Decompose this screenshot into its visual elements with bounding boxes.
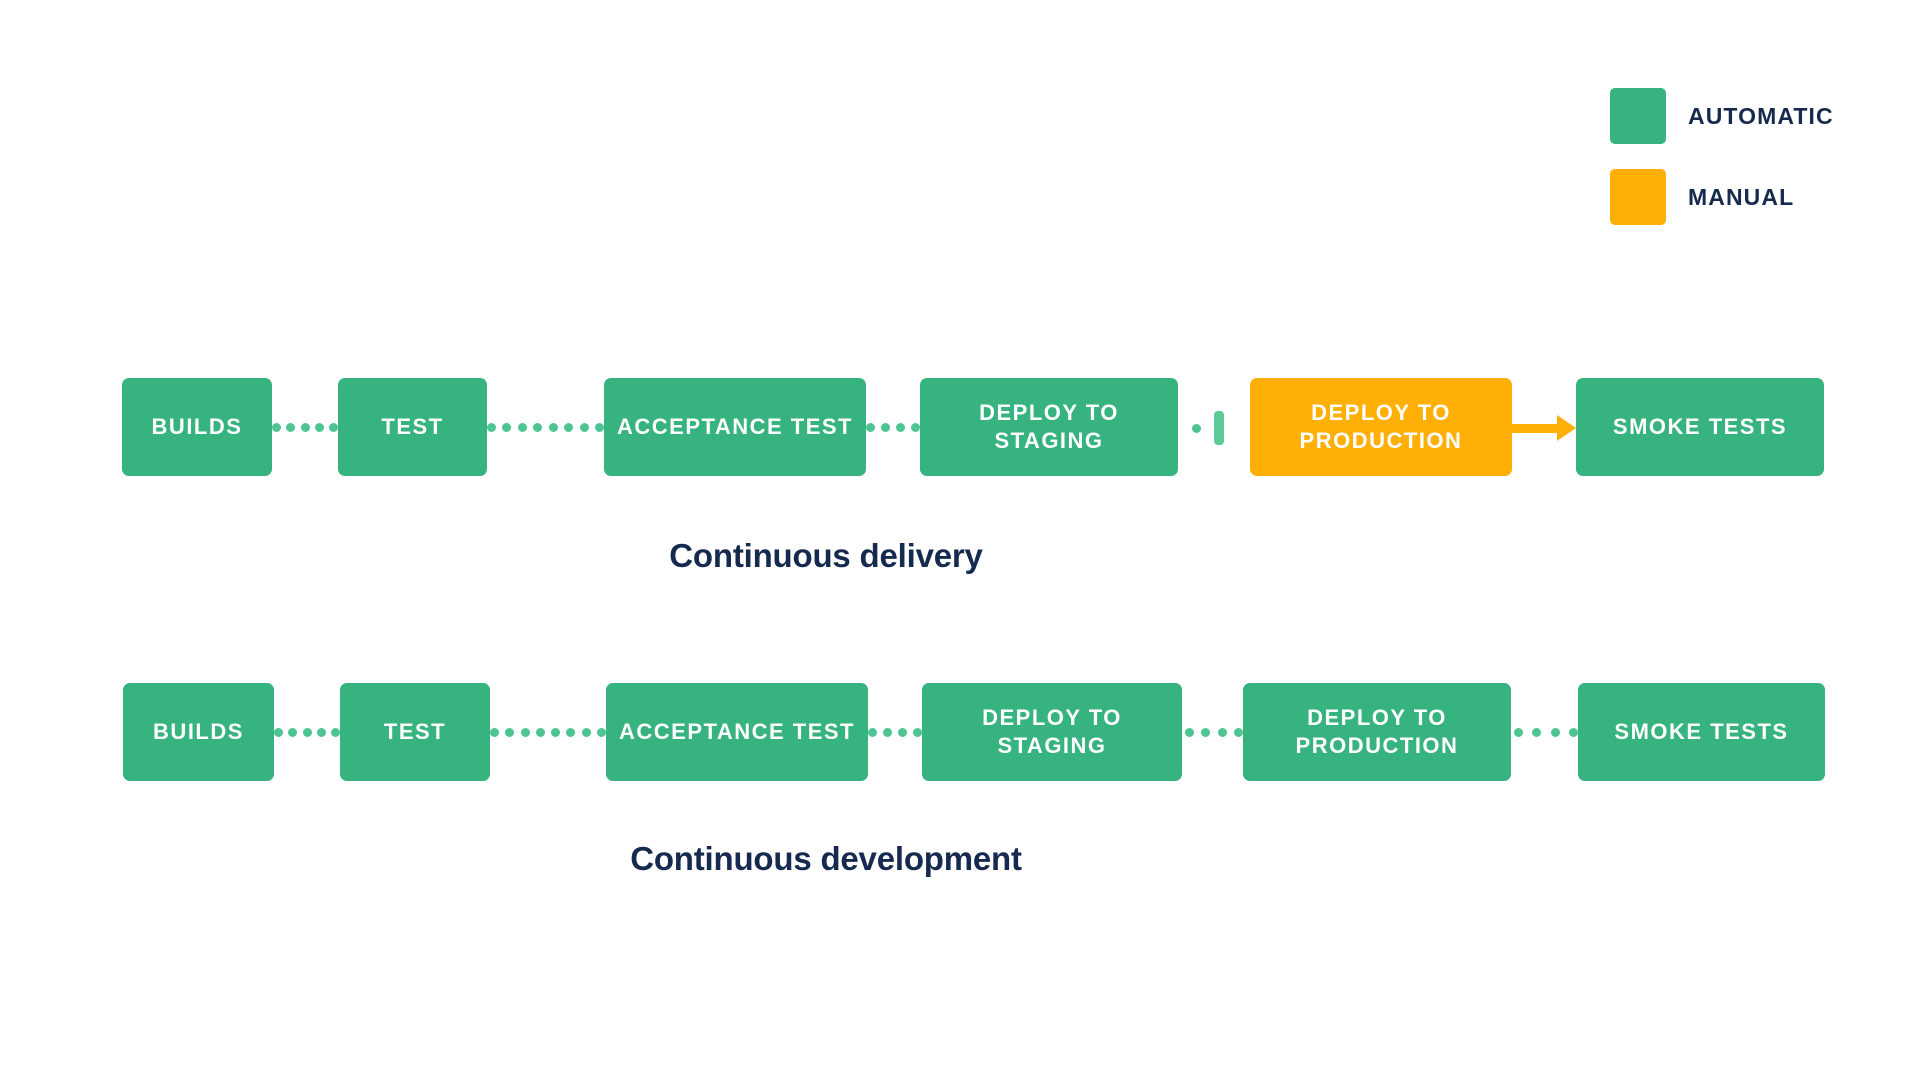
square-swatch-icon-manual — [1610, 169, 1666, 225]
legend: AUTOMATIC MANUAL — [1610, 88, 1834, 225]
connector-dot — [288, 727, 298, 737]
connector-dot — [517, 422, 527, 432]
pipeline-continuous-development: BUILDS TEST ACCEPTANCE TEST DEPLOY TO ST… — [0, 683, 1920, 783]
connector-dot — [594, 422, 604, 432]
manual-gate-marker-icon — [1192, 406, 1224, 450]
stage-deploy-to-staging[interactable]: DEPLOY TO STAGING — [922, 683, 1182, 781]
connector-dot — [1532, 727, 1542, 737]
connector-dot — [1201, 727, 1211, 737]
legend-label-manual: MANUAL — [1688, 183, 1795, 210]
connector-dot — [1550, 727, 1560, 737]
connector-dot — [286, 422, 296, 432]
arrow-right-icon-production-smoke — [1508, 415, 1576, 441]
connector-dot — [564, 422, 574, 432]
stage-label: SMOKE TESTS — [1614, 718, 1789, 744]
pipeline-continuous-delivery: BUILDS TEST ACCEPTANCE TEST DEPLOY TO ST… — [0, 378, 1920, 478]
connector-dot — [533, 422, 543, 432]
connector-dot — [579, 422, 589, 432]
connector-dot — [487, 422, 496, 432]
stage-label: SMOKE TESTS — [1612, 413, 1788, 439]
connector-dot — [881, 422, 890, 432]
connector-dot — [302, 727, 312, 737]
connector-dot — [502, 422, 512, 432]
legend-item-manual: MANUAL — [1610, 169, 1834, 225]
stage-label: DEPLOY TO STAGING — [982, 704, 1122, 758]
connector-dot — [896, 422, 905, 432]
connector-dot — [911, 422, 920, 432]
connector-dot — [581, 727, 591, 737]
connector-dot — [1233, 727, 1243, 737]
connector-dot — [505, 727, 515, 737]
connector-dot — [1185, 727, 1194, 737]
stage-label: ACCEPTANCE TEST — [617, 413, 853, 439]
connector-dot — [898, 727, 907, 737]
stage-label: BUILDS — [151, 413, 243, 439]
connector-dotted-staging-production — [1185, 725, 1243, 739]
connector-dot — [272, 422, 281, 432]
connector-dot — [566, 727, 576, 737]
connector-dot — [1217, 727, 1227, 737]
connector-dotted-test-acceptance — [490, 725, 606, 739]
stage-acceptance-test[interactable]: ACCEPTANCE TEST — [606, 683, 868, 781]
stage-test[interactable]: TEST — [340, 683, 490, 781]
connector-dot — [1514, 727, 1523, 737]
connector-dotted-test-acceptance — [487, 420, 604, 434]
connector-dot — [1192, 423, 1201, 433]
caption-continuous-development: Continuous development — [630, 840, 1022, 877]
connector-dot — [300, 422, 310, 432]
stage-label: TEST — [381, 413, 444, 439]
connector-dot — [535, 727, 545, 737]
connector-dot — [866, 422, 875, 432]
gate-bar-icon — [1214, 411, 1224, 445]
stage-builds[interactable]: BUILDS — [123, 683, 274, 781]
connector-dot — [883, 727, 892, 737]
connector-dot — [596, 727, 606, 737]
arrow-head — [1557, 415, 1576, 441]
connector-dot — [868, 727, 877, 737]
stage-builds[interactable]: BUILDS — [122, 378, 272, 476]
stage-label: ACCEPTANCE TEST — [619, 718, 855, 744]
connector-dot — [274, 727, 283, 737]
legend-item-automatic: AUTOMATIC — [1610, 88, 1834, 144]
caption-continuous-delivery: Continuous delivery — [669, 537, 983, 574]
arrow-shaft — [1508, 423, 1558, 433]
stage-label: BUILDS — [153, 718, 244, 744]
connector-dot — [1568, 727, 1578, 737]
connector-dot — [331, 727, 340, 737]
connector-dot — [316, 727, 326, 737]
stage-test[interactable]: TEST — [338, 378, 487, 476]
stage-smoke-tests[interactable]: SMOKE TESTS — [1576, 378, 1824, 476]
square-swatch-icon-automatic — [1610, 88, 1666, 144]
connector-dot — [314, 422, 324, 432]
stage-acceptance-test[interactable]: ACCEPTANCE TEST — [604, 378, 866, 476]
connector-dotted-builds-test — [274, 725, 340, 739]
stage-label: DEPLOY TO PRODUCTION — [1299, 399, 1463, 453]
connector-dotted-builds-test — [272, 420, 338, 434]
stage-deploy-to-production[interactable]: DEPLOY TO PRODUCTION — [1250, 378, 1512, 476]
connector-dot — [490, 727, 499, 737]
connector-dot — [329, 422, 338, 432]
connector-dotted-acceptance-staging — [868, 725, 922, 739]
legend-label-automatic: AUTOMATIC — [1688, 102, 1834, 129]
connector-dot — [551, 727, 561, 737]
connector-dot — [520, 727, 530, 737]
stage-smoke-tests[interactable]: SMOKE TESTS — [1578, 683, 1825, 781]
stage-label: DEPLOY TO PRODUCTION — [1295, 704, 1459, 758]
stage-label: DEPLOY TO STAGING — [979, 399, 1119, 453]
stage-label: TEST — [383, 718, 447, 744]
stage-deploy-to-production[interactable]: DEPLOY TO PRODUCTION — [1243, 683, 1511, 781]
connector-dot — [913, 727, 922, 737]
stage-deploy-to-staging[interactable]: DEPLOY TO STAGING — [920, 378, 1178, 476]
connector-dotted-acceptance-staging — [866, 420, 920, 434]
connector-dotted-production-smoke — [1514, 725, 1578, 739]
connector-dot — [548, 422, 558, 432]
